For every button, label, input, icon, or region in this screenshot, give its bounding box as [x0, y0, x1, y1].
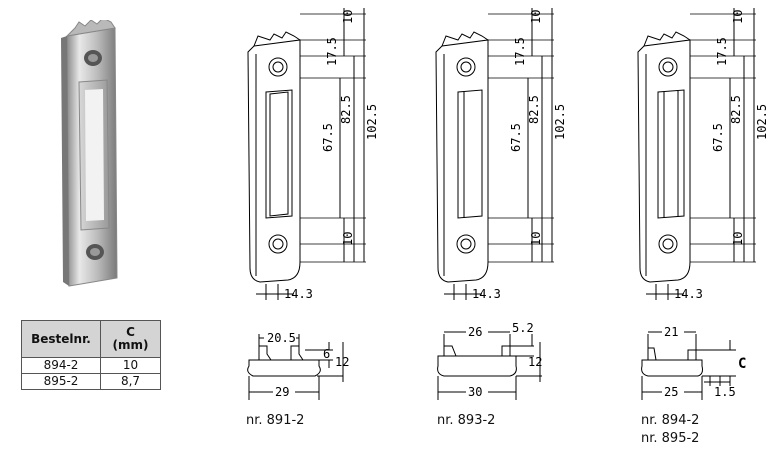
header-order-number: Bestelnr. [21, 320, 101, 358]
dim-top-width: 21 [664, 325, 678, 339]
dim-total-length: 102.5 [553, 104, 567, 140]
dim-small: 1.5 [714, 385, 736, 399]
dim-top: 10 [341, 10, 355, 24]
caption-893-2: nr. 893-2 [437, 413, 496, 428]
dim-bottom-width: 29 [275, 385, 289, 399]
dim-height-c: C [738, 356, 746, 372]
cross-section-891-2: 20.5 6 12 29 [247, 329, 349, 400]
dim-hole-distance: 17.5 [715, 37, 729, 66]
dim-bottom: 10 [731, 232, 745, 246]
dim-hole-distance: 17.5 [513, 37, 527, 66]
bottom-hole [658, 234, 678, 254]
top-hole [268, 57, 288, 77]
table-row: 895-2 8,7 [21, 373, 161, 390]
top-hole [658, 57, 678, 77]
slot [265, 89, 293, 219]
slot [457, 89, 483, 219]
dim-height-a: 5.2 [512, 321, 534, 335]
caption-891-2: nr. 891-2 [246, 413, 305, 428]
dim-height-a: 6 [323, 347, 330, 361]
dim-top-width: 20.5 [267, 331, 296, 345]
caption-895-2: nr. 895-2 [641, 431, 700, 446]
c-value-cell: 8,7 [100, 373, 161, 390]
plate-outline [247, 39, 301, 283]
order-table: Bestelnr. C (mm) 894-2 10 895-2 8,7 [21, 320, 161, 390]
dim-slot-length: 67.5 [321, 123, 335, 152]
order-number-cell: 894-2 [21, 357, 101, 374]
dim-slot-length: 67.5 [509, 123, 523, 152]
dim-total-length: 102.5 [755, 104, 769, 140]
order-number-cell: 895-2 [21, 373, 101, 390]
dim-bottom-width: 30 [468, 385, 482, 399]
dim-height-b: 12 [335, 355, 349, 369]
dim-top-width: 26 [468, 325, 482, 339]
dim-bottom: 10 [341, 232, 355, 246]
cross-section-894-2: 21 C 25 1.5 [641, 324, 746, 400]
plate-tabs [441, 31, 489, 47]
bottom-hole [456, 234, 476, 254]
slot [657, 89, 685, 219]
c-value-cell: 10 [100, 357, 161, 374]
dim-hole-centers: 82.5 [527, 95, 541, 124]
dim-bottom: 10 [529, 232, 543, 246]
plate-outline [435, 39, 489, 283]
dim-total-length: 102.5 [365, 104, 379, 140]
table-row: 894-2 10 [21, 357, 161, 374]
dim-hole-centers: 82.5 [729, 95, 743, 124]
dim-top: 10 [529, 10, 543, 24]
top-hole [456, 57, 476, 77]
dim-bottom-width: 25 [664, 385, 678, 399]
strike-plate-photo [61, 20, 118, 287]
dim-width: 14.3 [674, 287, 703, 301]
dim-slot-length: 67.5 [711, 123, 725, 152]
dim-width: 14.3 [472, 287, 501, 301]
bottom-hole [268, 234, 288, 254]
plate-tabs [643, 31, 691, 47]
plate-tabs [253, 31, 301, 47]
cross-section-893-2: 26 5.2 12 30 [437, 321, 542, 400]
dim-width: 14.3 [284, 287, 313, 301]
caption-894-2: nr. 894-2 [641, 413, 700, 428]
dim-height-b: 12 [528, 355, 542, 369]
dim-hole-centers: 82.5 [339, 95, 353, 124]
dim-hole-distance: 17.5 [325, 37, 339, 66]
dim-top: 10 [731, 10, 745, 24]
